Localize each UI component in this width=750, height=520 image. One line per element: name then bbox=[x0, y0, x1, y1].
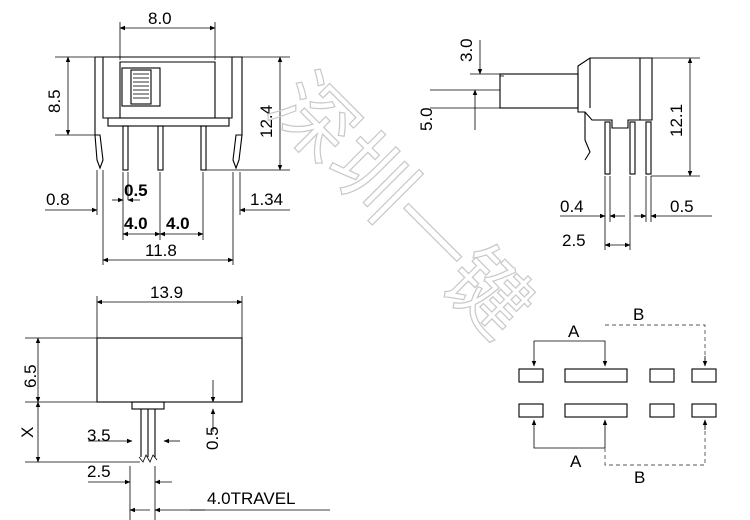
side-view: 3.0 5.0 12.1 0.4 0.5 2.5 bbox=[417, 38, 712, 250]
dim-pitch-1: 4.0 bbox=[124, 214, 148, 233]
pad-top-1 bbox=[518, 368, 544, 383]
label-b-bottom: B bbox=[634, 468, 645, 487]
dim-side-pin-width: 0.4 bbox=[560, 197, 584, 216]
pad-top-2 bbox=[564, 368, 628, 383]
dim-bottom-knob-width: 3.5 bbox=[87, 426, 111, 445]
pad-bottom-2 bbox=[564, 403, 628, 418]
pad-layout: A B A B bbox=[518, 305, 717, 487]
dim-bottom-knob-offset: 0.5 bbox=[203, 426, 222, 450]
label-a-top: A bbox=[568, 322, 580, 341]
dim-travel: 4.0TRAVEL bbox=[207, 489, 296, 508]
dim-pitch-2: 4.0 bbox=[166, 214, 190, 233]
pad-bottom-4 bbox=[691, 403, 717, 418]
dim-side-height: 12.1 bbox=[667, 104, 686, 137]
bottom-view: 13.9 6.5 X 0.5 3.5 2.5 4.0TRAVEL bbox=[18, 283, 330, 520]
dim-side-pitch: 2.5 bbox=[562, 231, 586, 250]
dim-side-knob-width: 5.0 bbox=[417, 107, 436, 131]
dim-left-height: 8.5 bbox=[45, 89, 64, 113]
dim-pin-right-offset: 1.34 bbox=[250, 190, 283, 209]
dim-bottom-width: 13.9 bbox=[150, 283, 183, 302]
label-b-top: B bbox=[633, 305, 644, 324]
watermark: 深圳一键 bbox=[251, 57, 550, 356]
dim-bottom-knob-pitch: 2.5 bbox=[87, 462, 111, 481]
label-a-bottom: A bbox=[570, 452, 582, 471]
dim-top-width: 8.0 bbox=[148, 9, 172, 28]
dim-side-pin-gap: 0.5 bbox=[670, 197, 694, 216]
dim-side-knob-height: 3.0 bbox=[457, 38, 476, 62]
dim-right-height: 12.4 bbox=[257, 105, 276, 138]
dim-overall-width: 11.8 bbox=[145, 241, 177, 260]
front-view: 8.0 8.5 12.4 0.8 0.5 4.0 4.0 1.34 bbox=[45, 9, 290, 265]
dim-bottom-x: X bbox=[18, 427, 37, 438]
pad-bottom-1 bbox=[518, 403, 544, 418]
dim-pin-width: 0.5 bbox=[124, 181, 148, 200]
dim-bottom-height: 6.5 bbox=[21, 364, 40, 388]
dim-pin-left-offset: 0.8 bbox=[46, 190, 70, 209]
pad-bottom-3 bbox=[649, 403, 675, 418]
pad-top-3 bbox=[649, 368, 675, 383]
pad-top-4 bbox=[691, 368, 717, 383]
